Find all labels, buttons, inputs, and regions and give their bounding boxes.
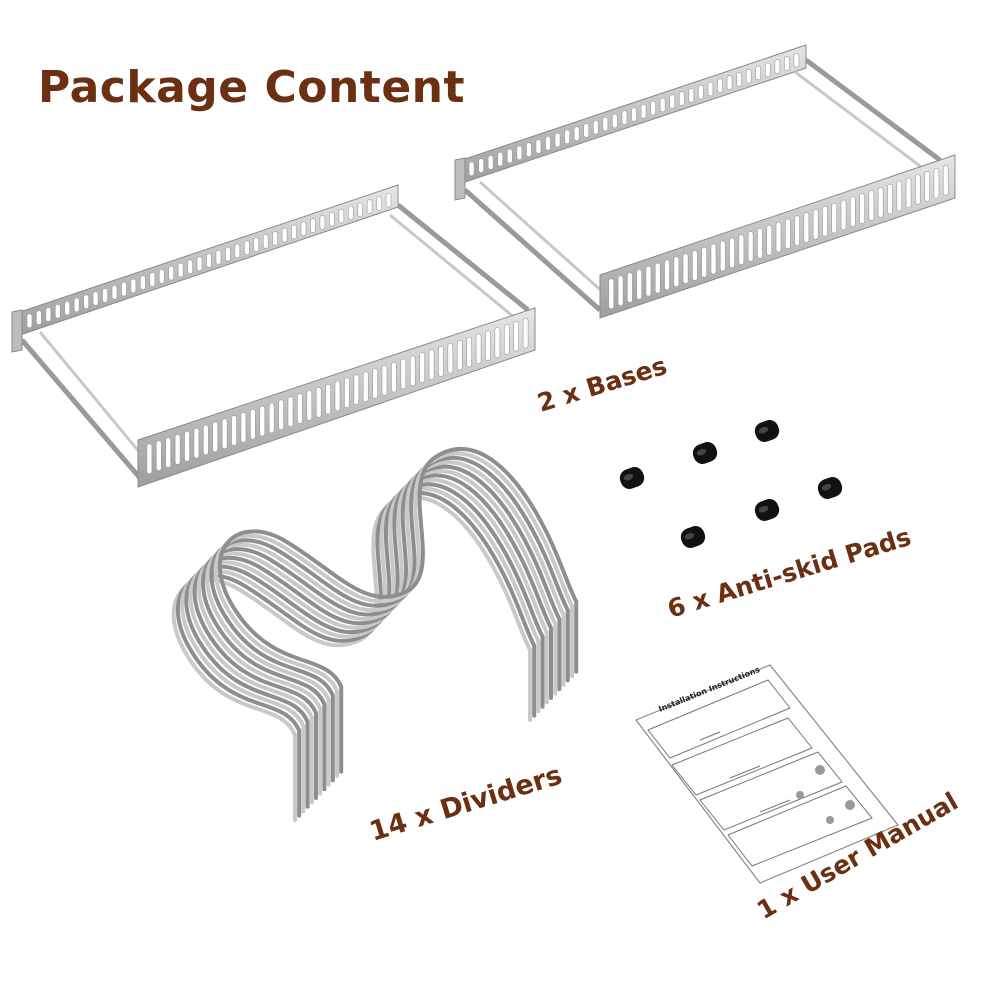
dividers-stack	[171, 447, 579, 822]
anti-skid-pads	[619, 420, 843, 548]
rack-slots	[26, 52, 949, 475]
page-title: Package Content	[38, 62, 466, 113]
base-rack-left	[11, 184, 536, 488]
